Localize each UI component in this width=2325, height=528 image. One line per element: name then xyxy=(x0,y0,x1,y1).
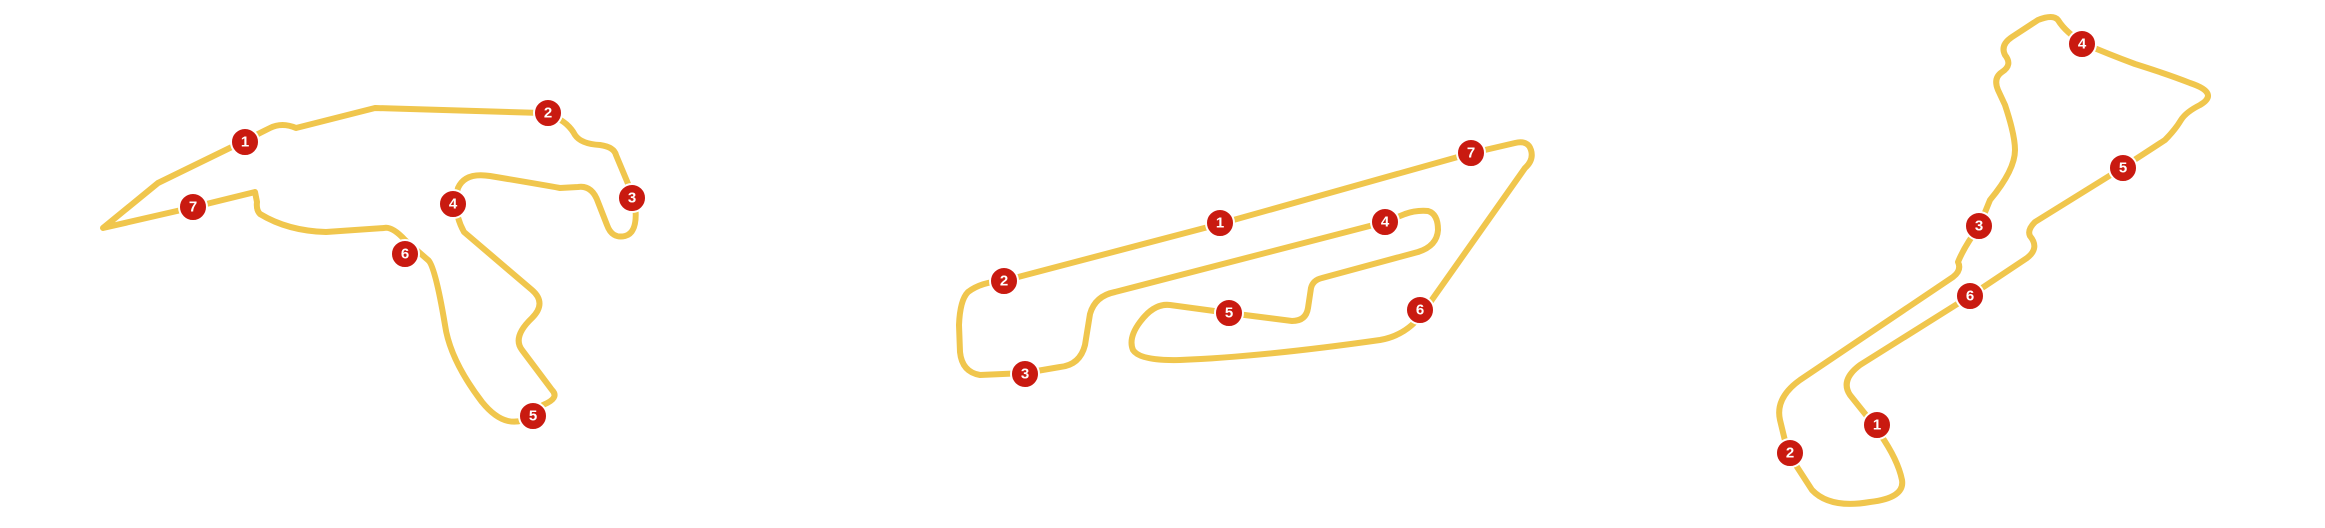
track-left-marker-1-label: 1 xyxy=(241,134,249,151)
track-left-marker-6-label: 6 xyxy=(401,246,409,263)
track-left-marker-4-label: 4 xyxy=(449,196,458,213)
track-center-marker-4-label: 4 xyxy=(1381,214,1390,231)
track-right-marker-6-dot xyxy=(1955,281,1985,311)
track-right-marker-4-dot xyxy=(2067,29,2097,59)
track-left-marker-1-dot xyxy=(230,127,260,157)
track-left-marker-7-label: 7 xyxy=(189,199,197,216)
track-center-marker-7: 7 xyxy=(1456,138,1486,168)
track-right-markers: 1 2 3 4 5 6 xyxy=(1775,29,2138,468)
track-center-marker-7-label: 7 xyxy=(1467,145,1475,162)
track-left-marker-1: 1 xyxy=(230,127,260,157)
track-center-marker-1: 1 xyxy=(1205,208,1235,238)
track-left-marker-2: 2 xyxy=(533,98,563,128)
track-left-marker-4: 4 xyxy=(438,189,468,219)
track-center-markers: 1 2 3 4 5 6 7 xyxy=(989,138,1486,389)
track-center-marker-2: 2 xyxy=(989,266,1019,296)
track-center-marker-3-label: 3 xyxy=(1021,366,1029,383)
track-right-marker-4-label: 4 xyxy=(2078,36,2087,53)
track-center-marker-4-dot xyxy=(1370,207,1400,237)
track-right-marker-1-dot xyxy=(1862,410,1892,440)
track-right-marker-3-label: 3 xyxy=(1975,218,1983,235)
track-center-outline xyxy=(956,139,1535,378)
track-right-outline xyxy=(1776,14,2211,507)
track-left: 1 2 3 4 5 6 7 xyxy=(100,98,647,431)
track-right: 1 2 3 4 5 6 xyxy=(1775,14,2211,507)
track-center-marker-6-label: 6 xyxy=(1416,302,1424,319)
track-right-marker-5: 5 xyxy=(2108,153,2138,183)
track-center-marker-5: 5 xyxy=(1214,298,1244,328)
track-center-marker-6-dot xyxy=(1405,295,1435,325)
track-center-marker-1-dot xyxy=(1205,208,1235,238)
track-left-marker-4-dot xyxy=(438,189,468,219)
track-right-marker-1-label: 1 xyxy=(1873,417,1881,434)
track-left-marker-3-dot xyxy=(617,183,647,213)
track-left-marker-7-dot xyxy=(178,192,208,222)
track-left-outline xyxy=(100,105,639,425)
track-left-markers: 1 2 3 4 5 6 7 xyxy=(178,98,647,431)
track-center-marker-5-dot xyxy=(1214,298,1244,328)
track-center-marker-2-label: 2 xyxy=(1000,273,1008,290)
track-center: 1 2 3 4 5 6 7 xyxy=(956,138,1535,389)
track-right-marker-5-label: 5 xyxy=(2119,160,2127,177)
track-left-marker-5: 5 xyxy=(518,401,548,431)
track-left-marker-6-dot xyxy=(390,239,420,269)
track-right-marker-5-dot xyxy=(2108,153,2138,183)
track-center-marker-3-dot xyxy=(1010,359,1040,389)
track-left-marker-2-label: 2 xyxy=(544,105,552,122)
track-left-marker-7: 7 xyxy=(178,192,208,222)
track-right-marker-4: 4 xyxy=(2067,29,2097,59)
track-center-marker-5-label: 5 xyxy=(1225,305,1233,322)
track-left-marker-5-label: 5 xyxy=(529,408,537,425)
track-left-marker-3: 3 xyxy=(617,183,647,213)
track-center-marker-4: 4 xyxy=(1370,207,1400,237)
track-center-marker-2-dot xyxy=(989,266,1019,296)
track-right-marker-6: 6 xyxy=(1955,281,1985,311)
track-right-marker-2-dot xyxy=(1775,438,1805,468)
track-left-marker-2-dot xyxy=(533,98,563,128)
track-center-marker-3: 3 xyxy=(1010,359,1040,389)
track-center-marker-1-label: 1 xyxy=(1216,215,1224,232)
track-left-marker-3-label: 3 xyxy=(628,190,636,207)
track-right-marker-3: 3 xyxy=(1964,211,1994,241)
track-right-marker-1: 1 xyxy=(1862,410,1892,440)
track-right-marker-3-dot xyxy=(1964,211,1994,241)
track-right-marker-6-label: 6 xyxy=(1966,288,1974,305)
track-left-marker-6: 6 xyxy=(390,239,420,269)
track-right-marker-2: 2 xyxy=(1775,438,1805,468)
track-left-marker-5-dot xyxy=(518,401,548,431)
track-center-marker-6: 6 xyxy=(1405,295,1435,325)
track-center-marker-7-dot xyxy=(1456,138,1486,168)
track-right-marker-2-label: 2 xyxy=(1786,445,1794,462)
